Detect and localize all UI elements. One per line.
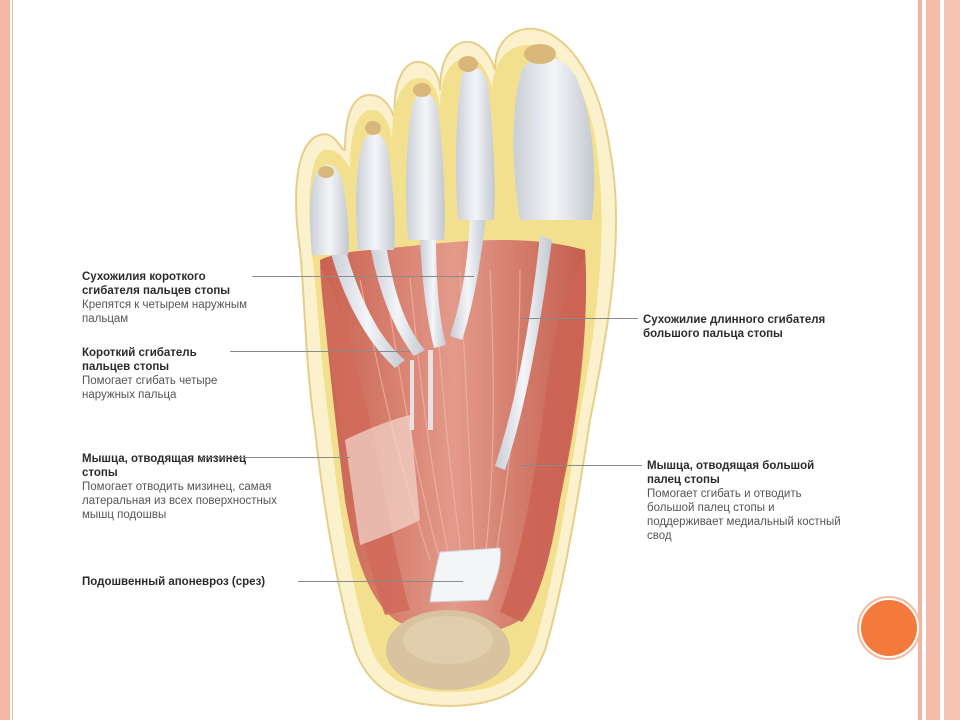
toe-1-hallux xyxy=(513,44,595,220)
label-abductor-hallucis: Мышца, отводящая большой палец стопы Пом… xyxy=(647,460,841,542)
label-flexor-hallucis-longus-tendon: Сухожилие длинного сгибателя большого па… xyxy=(643,314,826,340)
label-abductor-digiti-minimi: Мышца, отводящая мизинец стопы Помогает … xyxy=(82,453,277,521)
flexor-brevis-tendons xyxy=(330,215,486,368)
slide-accent-dot xyxy=(859,598,919,658)
central-tendons xyxy=(410,350,433,430)
slide-frame-right xyxy=(918,0,960,720)
leader-flexor-brevis-tendons xyxy=(252,276,474,277)
slide-frame-left-line xyxy=(12,0,13,720)
leader-abductor-hallucis xyxy=(520,465,642,466)
lateral-fascia xyxy=(345,415,420,545)
plantar-aponeurosis-cut xyxy=(429,547,501,603)
flexor-hallucis-longus-tendon xyxy=(495,235,552,470)
toe-3 xyxy=(406,83,445,240)
abductor-hallucis-muscle xyxy=(500,255,586,622)
leader-flexor-brevis xyxy=(230,351,410,352)
toe-4 xyxy=(356,121,395,250)
label-flexor-brevis-tendons: Сухожилия короткого сгибателя пальцев ст… xyxy=(82,271,248,325)
leader-abductor-digiti-minimi xyxy=(200,457,350,458)
toe-2 xyxy=(455,56,495,220)
slide-frame-left xyxy=(0,0,10,720)
toe-5 xyxy=(310,164,349,255)
label-plantar-aponeurosis: Подошвенный апоневроз (срез) xyxy=(82,576,266,588)
leader-plantar-aponeurosis xyxy=(298,581,463,582)
label-flexor-brevis: Короткий сгибатель пальцев стопы Помогае… xyxy=(82,347,218,401)
leader-flexor-hallucis-longus-tendon xyxy=(520,318,638,319)
